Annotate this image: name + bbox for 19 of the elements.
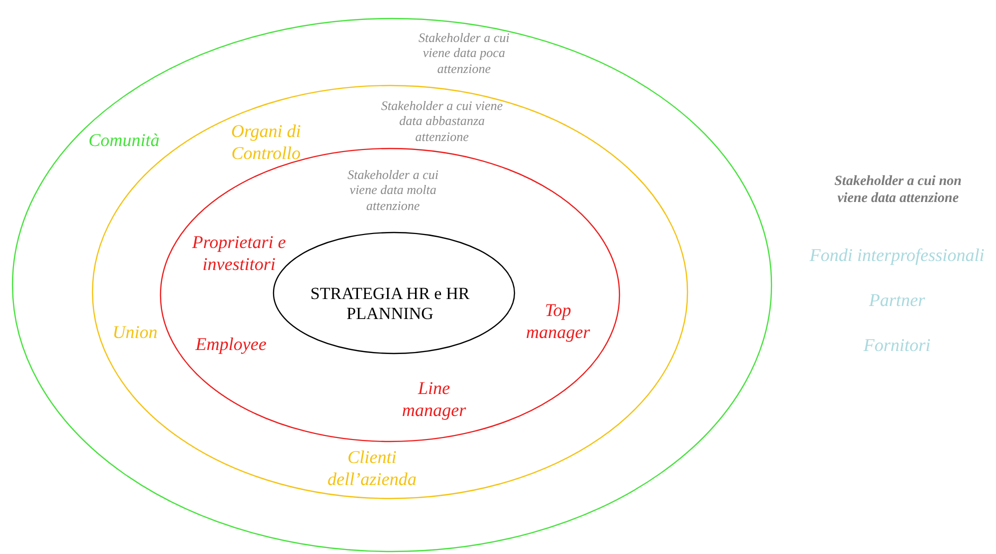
stakeholder-label: Fondi interprofessionali — [808, 244, 986, 266]
stakeholder-label: Comunità — [87, 130, 160, 152]
stakeholder-label: Proprietari e investitori — [191, 232, 287, 276]
attention-level-note: Stakeholder a cui viene data molta attenzione — [346, 166, 440, 214]
outer-ring-ellipse — [12, 18, 772, 552]
inner-ring-ellipse — [160, 148, 620, 442]
stakeholder-label: Union — [112, 322, 158, 344]
stakeholder-label: Organi di Controllo — [230, 121, 302, 165]
stakeholder-label: Employee — [194, 334, 268, 356]
stakeholder-label: Top manager — [525, 300, 591, 344]
attention-level-note: Stakeholder a cui viene data abbastanza attenzione — [380, 98, 504, 144]
stakeholder-label: Line manager — [401, 378, 467, 422]
attention-level-note: Stakeholder a cui non viene data attenzione — [833, 172, 963, 208]
core-ellipse — [273, 232, 515, 354]
attention-level-note: Stakeholder a cui viene data poca attenzione — [418, 30, 510, 76]
center-title: STRATEGIA HR e HR PLANNING — [309, 284, 471, 324]
stakeholder-label: Fornitori — [862, 334, 932, 356]
stakeholder-label: Partner — [868, 288, 926, 312]
stakeholder-label: Clienti dell’azienda — [326, 447, 418, 491]
